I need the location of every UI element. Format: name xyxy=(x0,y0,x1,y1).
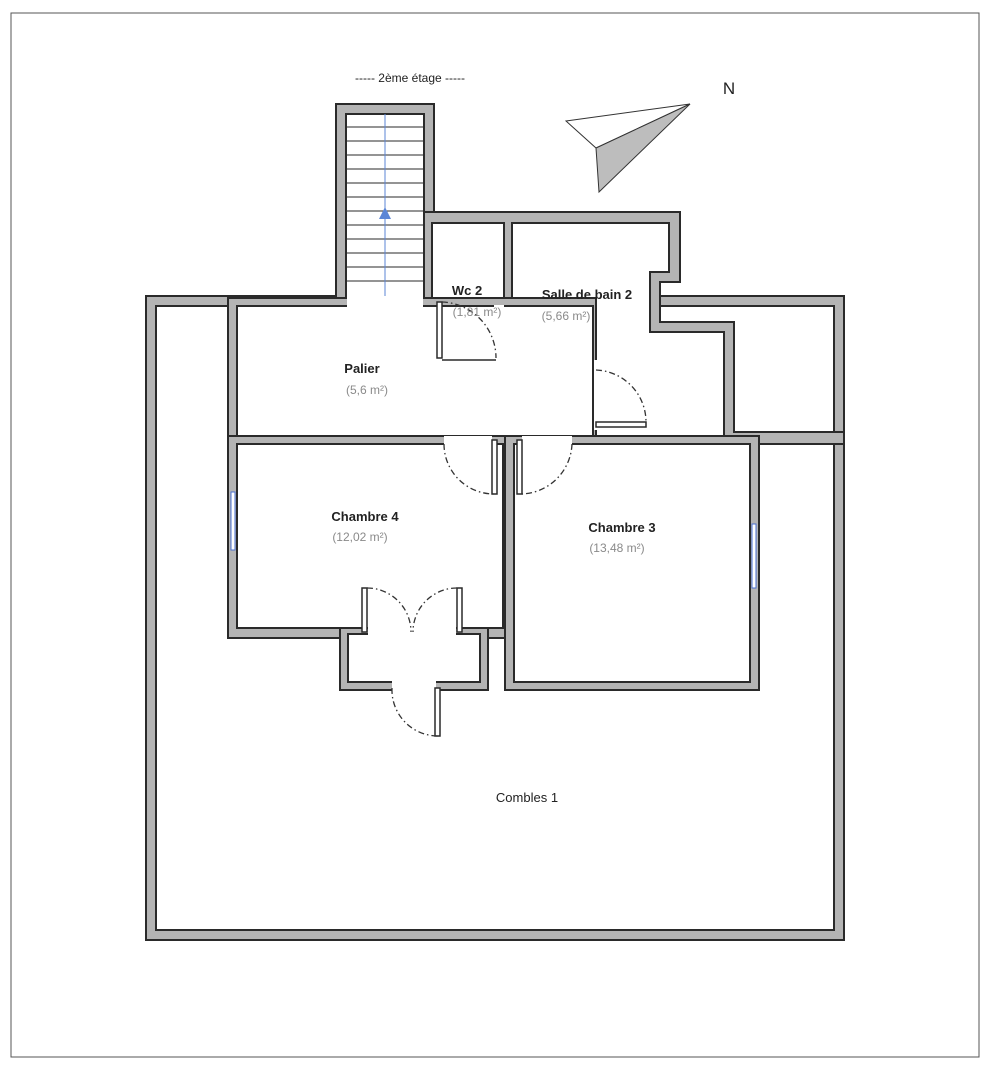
room-name-chambre3: Chambre 3 xyxy=(588,520,655,535)
door-sdb2[interactable] xyxy=(595,369,647,428)
compass-north-label: N xyxy=(723,79,735,98)
frame-border xyxy=(10,12,980,1058)
window-chambre4 xyxy=(230,491,236,551)
door-combles[interactable] xyxy=(391,687,441,737)
room-area-sdb2: (5,66 m²) xyxy=(542,309,591,323)
door-closet-left[interactable] xyxy=(361,587,412,633)
room-area-chambre4: (12,02 m²) xyxy=(332,530,387,544)
door-closet-right[interactable] xyxy=(412,587,463,633)
room-name-combles1: Combles 1 xyxy=(496,790,558,805)
stair-up-arrow-icon xyxy=(379,207,391,219)
room-name-chambre4: Chambre 4 xyxy=(331,509,399,524)
room-area-chambre3: (13,48 m²) xyxy=(589,541,644,555)
door-wc2[interactable] xyxy=(436,301,497,361)
room-name-wc2: Wc 2 xyxy=(452,283,482,298)
compass-icon xyxy=(564,103,691,194)
door-chambre4[interactable] xyxy=(443,439,498,495)
room-area-palier: (5,6 m²) xyxy=(346,383,388,397)
room-area-wc2: (1,81 m²) xyxy=(453,305,502,319)
window-chambre3 xyxy=(751,523,757,589)
chambre3-interior xyxy=(513,443,751,683)
palier-interior xyxy=(236,305,594,439)
closet-interior xyxy=(347,633,481,683)
room-name-palier: Palier xyxy=(344,361,379,376)
door-chambre3[interactable] xyxy=(516,439,573,495)
room-name-sdb2: Salle de bain 2 xyxy=(542,287,632,302)
floor-title: ----- 2ème étage ----- xyxy=(355,71,465,85)
